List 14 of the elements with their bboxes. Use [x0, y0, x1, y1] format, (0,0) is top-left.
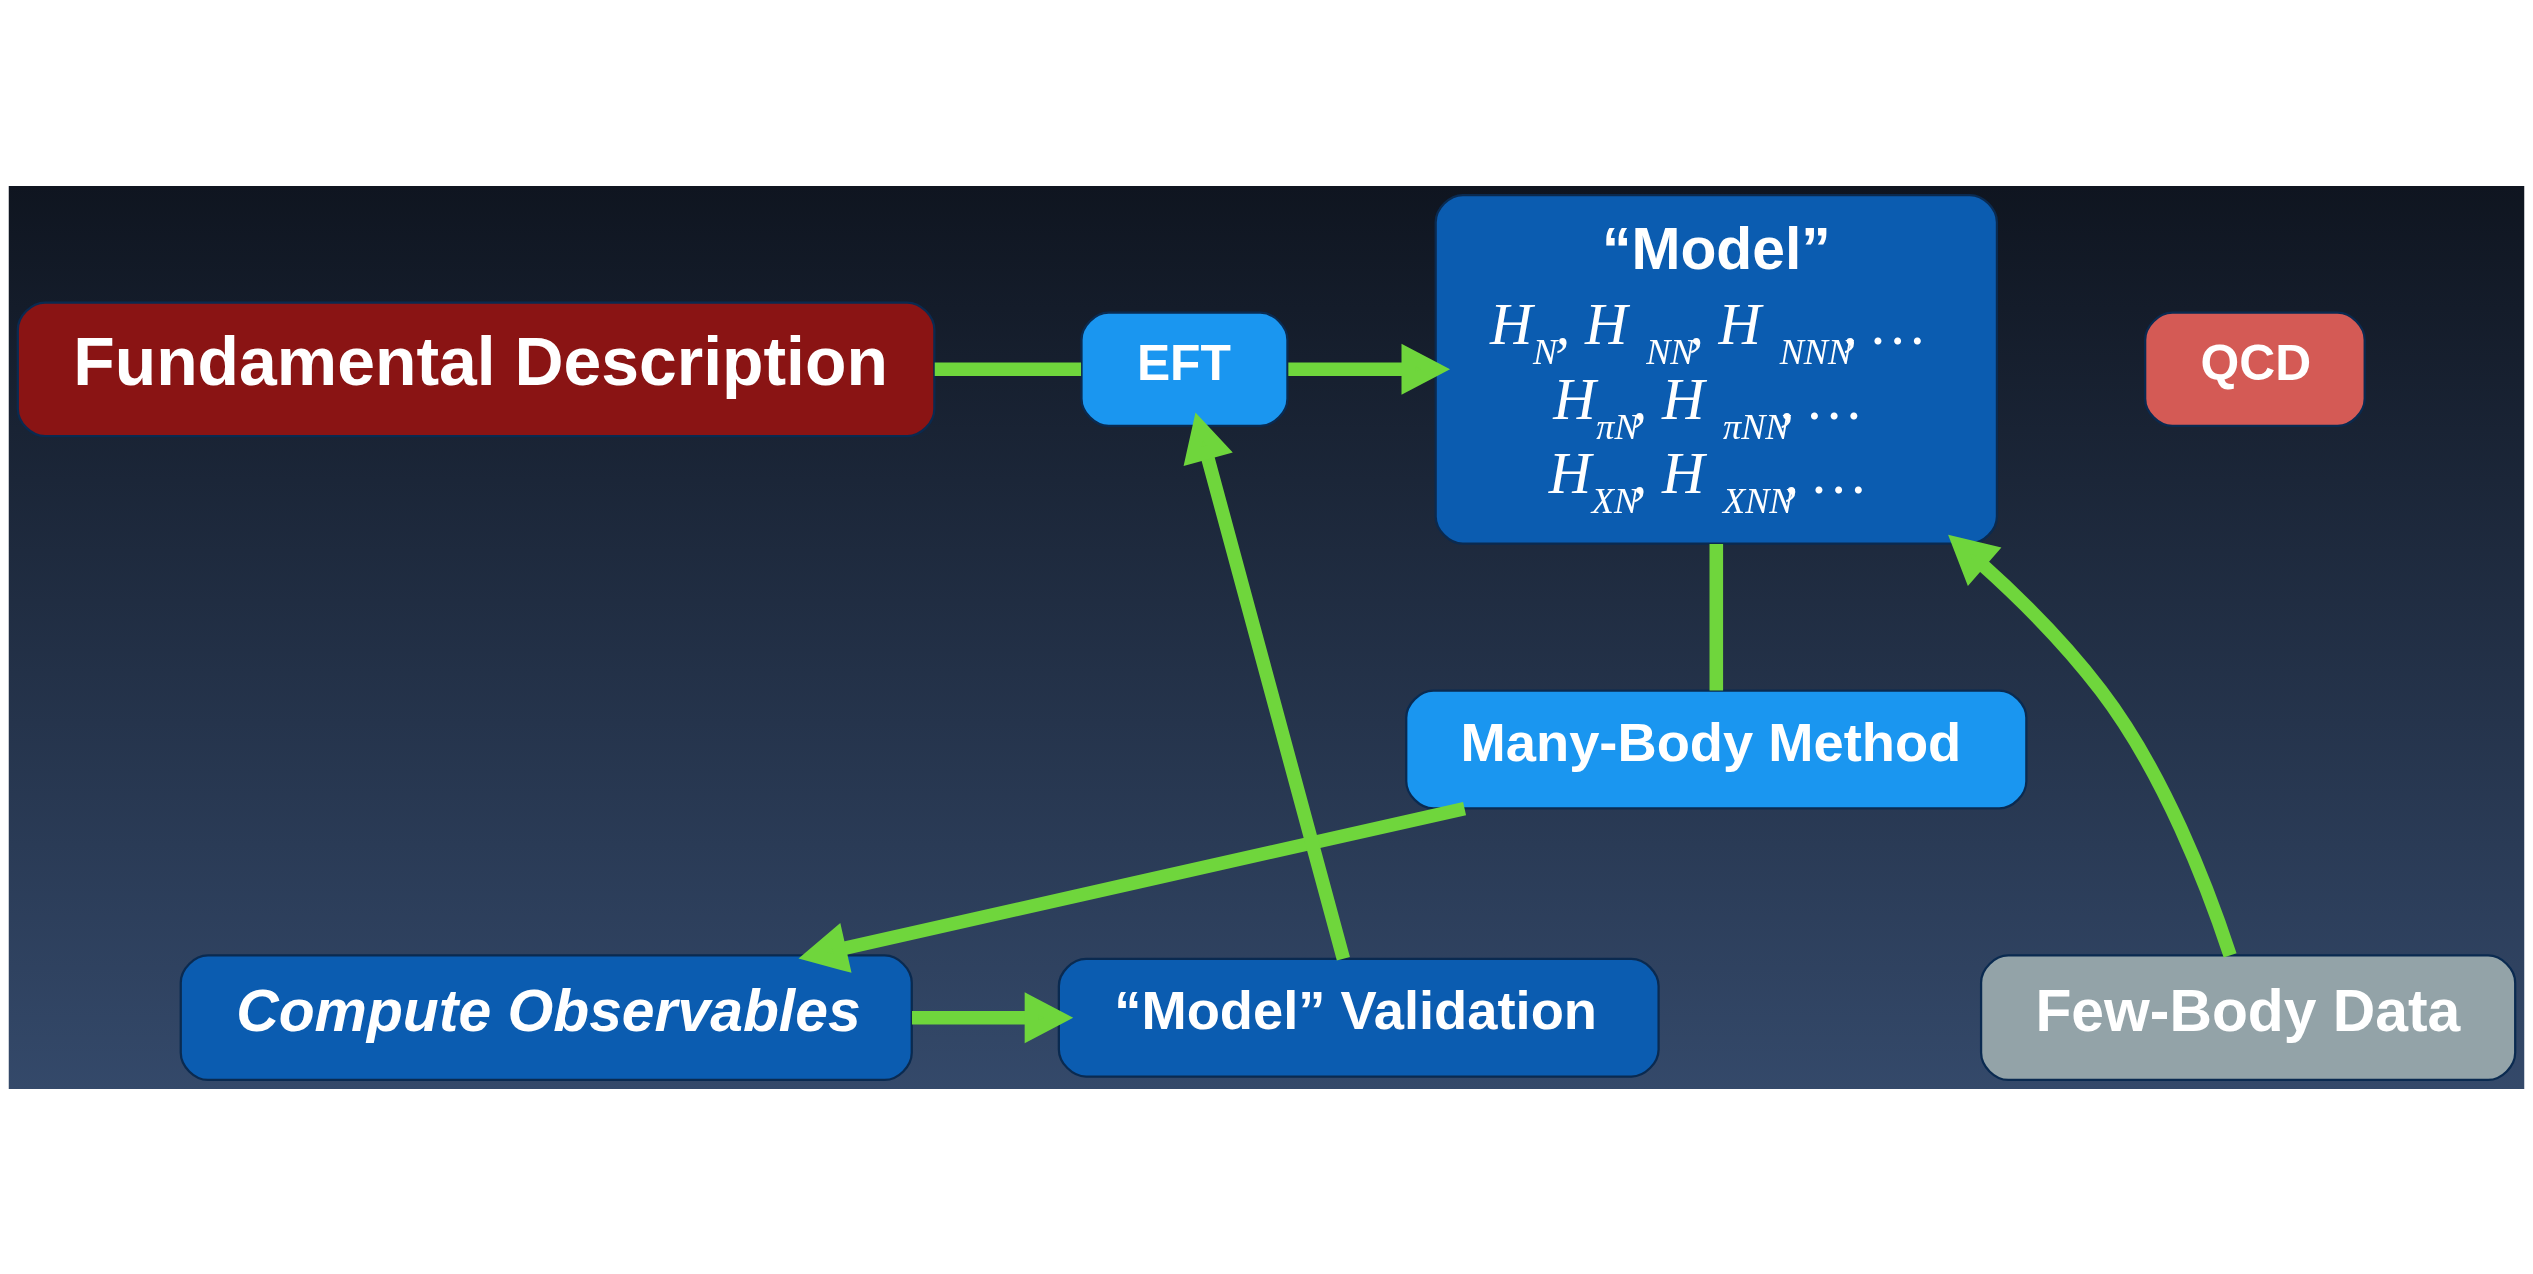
arrow [1948, 534, 2237, 958]
arrow [1288, 343, 1451, 395]
node-box: Compute Observables [179, 953, 913, 1081]
connector [1709, 543, 1724, 691]
node-box: “Model” Validation [1057, 957, 1660, 1078]
arrow [1183, 411, 1350, 961]
node-box: QCD [2144, 311, 2366, 427]
node-box: Fundamental Description [16, 300, 936, 437]
node-box: Few-Body Data [1979, 953, 2517, 1081]
arrow [798, 801, 1467, 973]
arrow [912, 991, 1074, 1043]
connector [934, 362, 1082, 376]
node-box: EFT [1080, 311, 1289, 427]
node-box: Many-Body Method [1405, 689, 2028, 809]
